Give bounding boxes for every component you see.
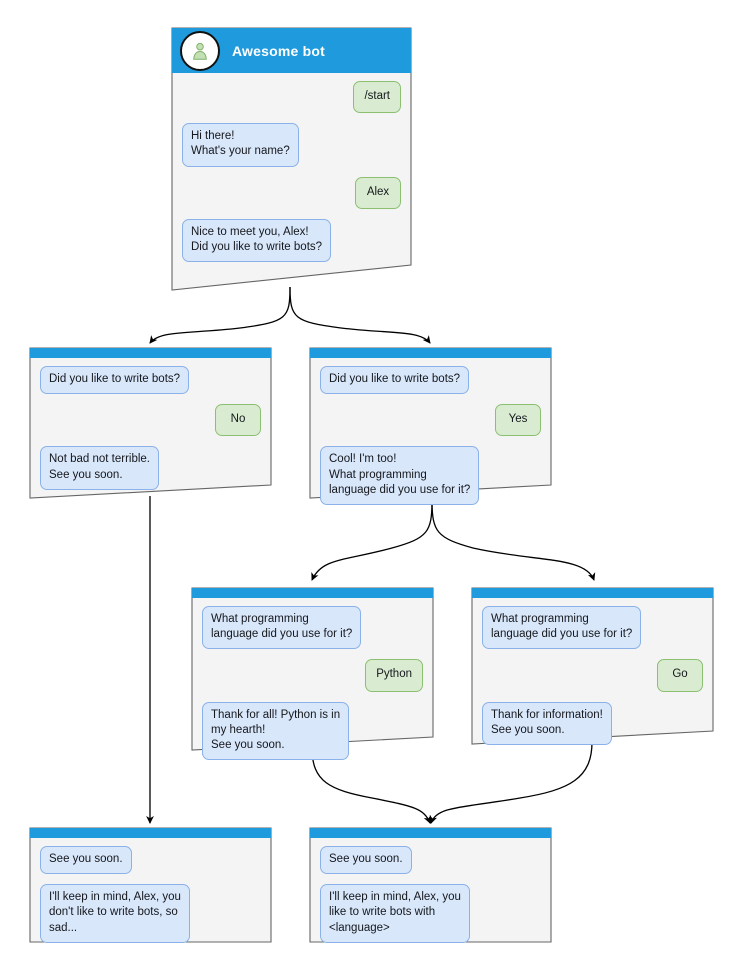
node-go-branch-header: [472, 588, 713, 598]
message-row: See you soon.: [320, 846, 541, 884]
node-python-branch-chat: What programming language did you use fo…: [192, 598, 433, 770]
message-row: Python: [202, 659, 423, 701]
node-end-sad-chat: See you soon. I'll keep in mind, Alex, y…: [30, 838, 271, 953]
message-row: Cool! I'm too! What programming language…: [320, 446, 541, 515]
message-row: Alex: [182, 176, 401, 219]
message-row: Nice to meet you, Alex! Did you like to …: [182, 218, 401, 272]
node-no-branch-header: [30, 348, 271, 358]
bot-message-bubble[interactable]: Did you like to write bots?: [320, 366, 470, 395]
message-row: I'll keep in mind, Alex, you like to wri…: [320, 884, 541, 953]
bot-message-bubble[interactable]: What programming language did you use fo…: [202, 606, 362, 650]
node-yes-branch[interactable]: Did you like to write bots? Yes Cool! I'…: [309, 347, 552, 505]
message-row: Did you like to write bots?: [40, 366, 261, 404]
node-end-sad-header: [30, 828, 271, 838]
user-avatar-icon: [180, 30, 220, 71]
message-row: Not bad not terrible. See you soon.: [40, 446, 261, 499]
message-row: I'll keep in mind, Alex, you don't like …: [40, 884, 261, 953]
bot-message-bubble[interactable]: Thank for all! Python is in my hearth! S…: [202, 701, 350, 761]
node-no-branch-chat: Did you like to write bots? No Not bad n…: [30, 358, 271, 500]
message-row: What programming language did you use fo…: [202, 606, 423, 659]
message-row: What programming language did you use fo…: [482, 606, 703, 659]
user-message-bubble[interactable]: Python: [365, 659, 423, 692]
node-end-sad[interactable]: See you soon. I'll keep in mind, Alex, y…: [29, 827, 272, 943]
bot-message-bubble[interactable]: I'll keep in mind, Alex, you don't like …: [40, 884, 190, 943]
bot-message-bubble[interactable]: Hi there! What's your name?: [182, 123, 299, 167]
message-row: Hi there! What's your name?: [182, 123, 401, 176]
node-end-happy[interactable]: See you soon. I'll keep in mind, Alex, y…: [309, 827, 552, 943]
bot-message-bubble[interactable]: See you soon.: [320, 846, 412, 875]
message-row: No: [40, 404, 261, 446]
node-root-title: Awesome bot: [232, 42, 325, 59]
bot-message-bubble[interactable]: I'll keep in mind, Alex, you like to wri…: [320, 884, 470, 943]
node-yes-branch-chat: Did you like to write bots? Yes Cool! I'…: [310, 358, 551, 515]
node-end-happy-chat: See you soon. I'll keep in mind, Alex, y…: [310, 838, 551, 953]
message-row: See you soon.: [40, 846, 261, 884]
node-go-branch[interactable]: What programming language did you use fo…: [471, 587, 714, 745]
message-row: Thank for information! See you soon.: [482, 701, 703, 755]
user-message-bubble[interactable]: No: [215, 404, 261, 437]
node-yes-branch-header: [310, 348, 551, 358]
bot-message-bubble[interactable]: Cool! I'm too! What programming language…: [320, 446, 480, 505]
bot-message-bubble[interactable]: Nice to meet you, Alex! Did you like to …: [182, 218, 332, 263]
message-row: Thank for all! Python is in my hearth! S…: [202, 701, 423, 771]
message-row: Yes: [320, 404, 541, 446]
message-row: Go: [482, 659, 703, 701]
node-root-chat: /start Hi there! What's your name? Alex …: [172, 73, 411, 272]
node-no-branch[interactable]: Did you like to write bots? No Not bad n…: [29, 347, 272, 500]
edge-root-to-yes: [289, 286, 431, 344]
user-message-bubble[interactable]: Alex: [355, 176, 401, 209]
bot-message-bubble[interactable]: See you soon.: [40, 846, 132, 875]
node-go-branch-chat: What programming language did you use fo…: [472, 598, 713, 755]
bot-message-bubble[interactable]: Thank for information! See you soon.: [482, 701, 612, 745]
message-row: /start: [182, 81, 401, 123]
user-message-bubble[interactable]: Go: [657, 659, 703, 692]
node-python-branch[interactable]: What programming language did you use fo…: [191, 587, 434, 761]
node-end-happy-header: [310, 828, 551, 838]
bot-message-bubble[interactable]: Not bad not terrible. See you soon.: [40, 446, 160, 490]
node-root[interactable]: Awesome bot /start Hi there! What's your…: [171, 27, 412, 291]
user-message-bubble[interactable]: Yes: [495, 404, 541, 437]
bot-message-bubble[interactable]: Did you like to write bots?: [40, 366, 190, 395]
message-row: Did you like to write bots?: [320, 366, 541, 404]
edge-root-to-no: [149, 286, 291, 344]
user-message-bubble[interactable]: /start: [353, 81, 401, 114]
bot-message-bubble[interactable]: What programming language did you use fo…: [482, 606, 642, 650]
node-python-branch-header: [192, 588, 433, 598]
node-root-header: Awesome bot: [172, 28, 411, 73]
